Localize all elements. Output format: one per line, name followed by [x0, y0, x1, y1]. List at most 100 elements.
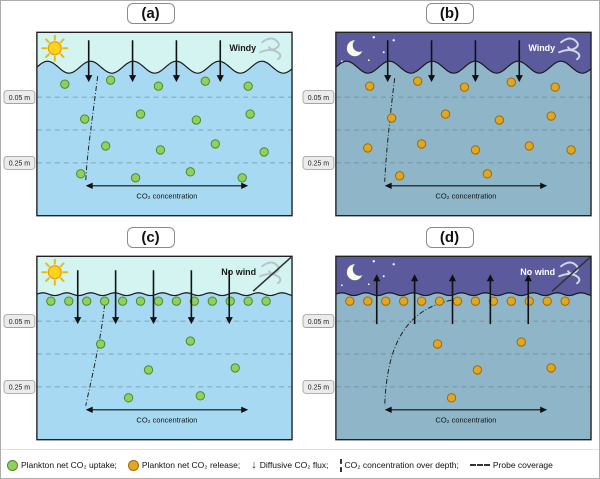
axis-arrowhead-right-icon: [540, 406, 548, 413]
plankton-dot: [185, 336, 196, 346]
plankton-dot: [95, 339, 106, 349]
plankton-dot: [185, 167, 196, 177]
plankton-dot: [237, 173, 247, 183]
water-surface-line: [335, 292, 592, 297]
plankton-dot: [261, 296, 271, 306]
plankton-dot: [191, 115, 202, 125]
depth-label: 0.25 m: [9, 161, 30, 168]
plankton-dot: [46, 296, 56, 306]
plankton-dot: [153, 296, 164, 306]
plankton-dot: [412, 76, 423, 86]
star-icon: [367, 283, 370, 286]
star-icon: [372, 260, 375, 263]
sun-ray-icon: [59, 53, 65, 59]
moon-shadow: [352, 262, 366, 276]
flux-arrowhead-icon: [112, 317, 120, 325]
legend-item-profile: CO₂ concentration over depth;: [339, 458, 459, 472]
plankton-dot: [155, 145, 166, 155]
panel-border: [36, 255, 293, 441]
plankton-dot: [470, 296, 481, 306]
depth-label-box: [302, 314, 335, 328]
co2-profile-line: [85, 76, 99, 182]
probe-coverage-icon: [469, 464, 490, 466]
wind-icon: [259, 273, 282, 285]
plankton-dot: [546, 363, 556, 373]
plankton-dot: [207, 296, 217, 306]
panel-border: [335, 31, 592, 217]
water-surface-line: [36, 292, 293, 297]
plankton-dot: [60, 79, 70, 89]
plankton-dot: [506, 77, 516, 87]
plankton-dot: [459, 82, 470, 92]
depth-label: 0.25 m: [9, 385, 30, 392]
plankton-dot: [245, 109, 255, 119]
plankton-uptake-icon: [7, 459, 18, 471]
plankton-dot: [472, 365, 483, 375]
legend-label-probe: Probe coverage: [492, 460, 553, 470]
legend-item-flux: ↓ Diffusive CO₂ flux;: [251, 459, 328, 471]
sun-icon: [47, 265, 62, 280]
sun-ray-icon: [45, 262, 50, 268]
sun-ray-icon: [45, 277, 50, 283]
moon-shadow: [352, 38, 366, 52]
flux-arrowhead-icon: [187, 317, 195, 325]
flux-arrowhead-icon: [515, 75, 523, 83]
plankton-dot: [64, 296, 74, 306]
no-wind-slash-icon: [252, 256, 292, 292]
depth-label-box: [302, 90, 335, 104]
wind-label: Windy: [229, 43, 256, 53]
plankton-dot: [76, 169, 86, 179]
sun-ray-icon: [45, 53, 50, 59]
plankton-dot: [416, 296, 427, 306]
plankton-dot: [550, 82, 560, 92]
panel-title-d: (d): [425, 227, 474, 248]
depth-label: 0.05 m: [308, 319, 329, 326]
co2-axis-label: CO₂ concentration: [435, 192, 496, 201]
sun-ray-icon: [59, 277, 65, 283]
plankton-dot: [135, 109, 146, 119]
co2-profile-icon: [339, 458, 342, 472]
plankton-dot: [432, 339, 443, 349]
water-surface-line: [36, 60, 293, 74]
star-icon: [382, 275, 385, 278]
depth-label-box: [3, 314, 36, 328]
plankton-dot: [506, 296, 516, 306]
plankton-dot: [153, 81, 164, 91]
plankton-dot: [117, 296, 128, 306]
flux-arrowhead-icon: [384, 75, 392, 83]
plankton-dot: [488, 296, 499, 306]
plankton-dot: [99, 296, 110, 306]
water-surface-line: [335, 60, 592, 74]
sky-area: [36, 256, 293, 296]
legend-item-release: Plankton net CO₂ release;: [127, 459, 241, 471]
sun-ray-icon: [45, 38, 50, 44]
star-icon: [340, 60, 343, 63]
plankton-dot: [143, 365, 154, 375]
flux-arrowhead-icon: [74, 317, 82, 325]
depth-label-box: [3, 379, 36, 394]
legend-label-release: Plankton net CO₂ release;: [141, 460, 241, 470]
plankton-dot: [416, 139, 427, 149]
plankton-dot: [446, 393, 457, 403]
sun-ray-icon: [59, 38, 65, 44]
plankton-dot: [189, 296, 200, 306]
sun-icon: [47, 41, 62, 56]
panel-title-c: (c): [126, 227, 175, 248]
plankton-dot: [100, 141, 111, 151]
flux-arrowhead-icon: [411, 274, 419, 282]
plankton-release-icon: [127, 459, 139, 471]
wind-icon: [259, 49, 282, 61]
flux-arrowhead-icon: [471, 75, 480, 83]
plankton-dot: [210, 139, 220, 149]
plankton-dot: [482, 169, 493, 179]
plankton-dot: [363, 296, 373, 306]
legend: Plankton net CO₂ uptake; Plankton net CO…: [1, 449, 599, 478]
depth-label: 0.25 m: [308, 385, 329, 392]
depth-label-box: [302, 155, 335, 170]
flux-arrowhead-icon: [524, 274, 532, 282]
plankton-dot: [546, 111, 556, 121]
